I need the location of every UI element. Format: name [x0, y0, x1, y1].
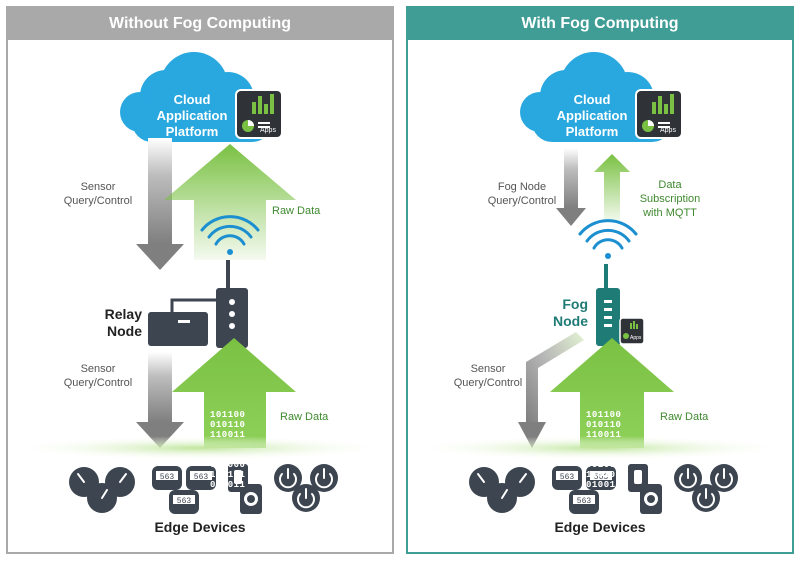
sensor-switch-icon — [228, 464, 262, 514]
meter-digits: 563 — [194, 473, 209, 482]
raw-data-arrow-up-top — [164, 144, 296, 260]
query-arrow-down-bottom — [136, 352, 184, 448]
gauges-icon — [469, 467, 535, 513]
data-subscription-arrow-up — [594, 154, 630, 222]
raw-data-arrow-up-bottom — [172, 338, 296, 448]
meter-digits: 563 — [160, 473, 175, 482]
apps-icon — [235, 89, 283, 139]
raw-data-label-bottom: Raw Data — [660, 411, 709, 423]
panel-title: Without Fog Computing — [8, 8, 392, 40]
power-buttons-icon — [274, 464, 338, 512]
fog-query-arrow-down — [556, 148, 586, 226]
relay-node-icon — [148, 260, 248, 348]
edge-devices-label: Edge Devices — [154, 519, 246, 535]
meters-icon: 563 563 563 — [152, 466, 216, 514]
power-buttons-icon — [674, 464, 738, 512]
with-fog-panel: With Fog Computing — [406, 6, 794, 554]
meter-digits: 563 — [560, 473, 575, 482]
meter-digits: 563 — [177, 497, 192, 506]
apps-icon — [635, 89, 683, 139]
edge-glow — [410, 436, 790, 460]
meters-icon: 563 563 563 — [552, 466, 616, 514]
fog-apps-label: Apps — [630, 335, 642, 341]
meter-digits: 563 — [577, 497, 592, 506]
panel-title: With Fog Computing — [408, 8, 792, 40]
fog-node-icon — [596, 264, 620, 346]
apps-label: Apps — [260, 127, 276, 134]
gauges-icon — [69, 467, 135, 513]
meter-digits: 563 — [594, 473, 609, 482]
edge-devices-label: Edge Devices — [554, 519, 646, 535]
wifi-icon — [200, 215, 260, 255]
apps-label: Apps — [660, 127, 676, 134]
without-fog-panel: Without Fog Computing — [6, 6, 394, 554]
raw-data-arrow-up-bottom — [550, 338, 674, 448]
wifi-icon — [578, 219, 638, 259]
raw-data-label-bottom: Raw Data — [280, 411, 329, 423]
without-fog-diagram: 563 563 563 — [10, 52, 390, 514]
sensor-switch-icon — [628, 464, 662, 514]
query-arrow-down-top — [136, 138, 184, 270]
sensor-query-arrow-down — [518, 332, 584, 448]
raw-data-label-top: Raw Data — [272, 205, 321, 217]
edge-glow — [10, 436, 390, 460]
fog-apps-icon — [619, 317, 645, 345]
with-fog-diagram: 563 563 563 — [410, 52, 790, 514]
